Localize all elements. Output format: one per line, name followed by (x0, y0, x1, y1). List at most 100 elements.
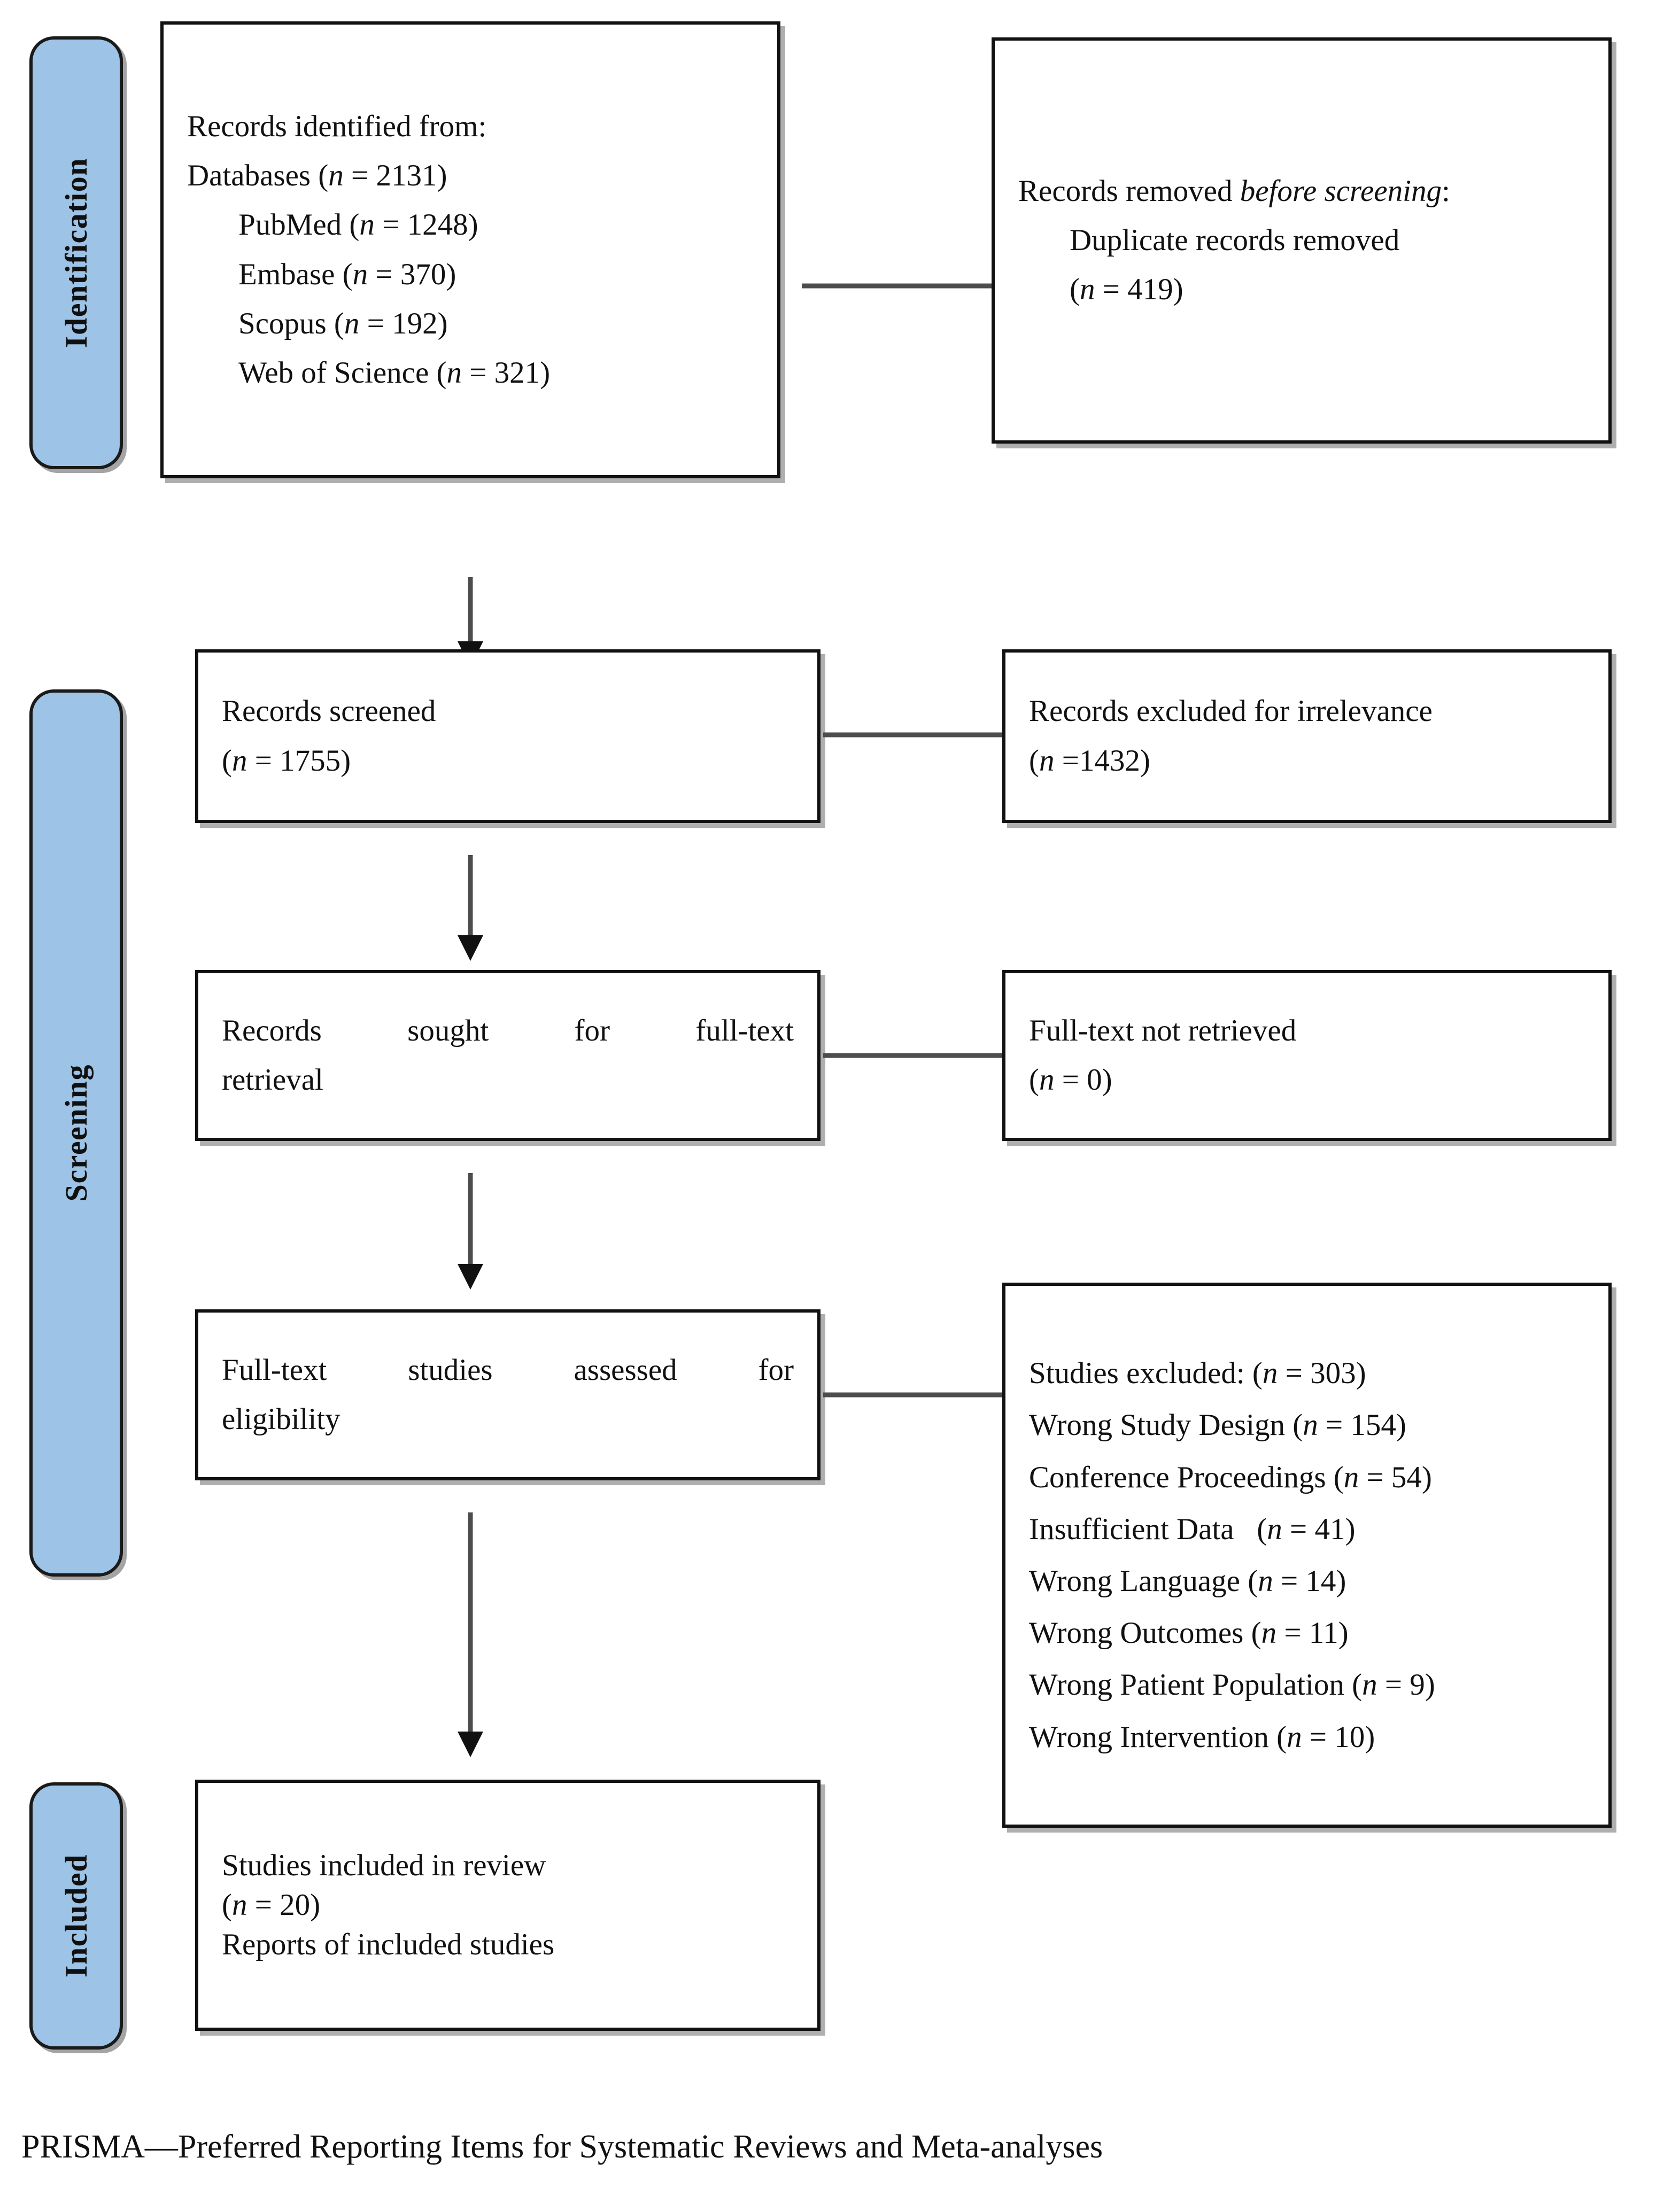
studies-excluded-header-n-value: = 303) (1278, 1356, 1366, 1391)
records-removed-n-symbol: n (1079, 273, 1095, 307)
stage-label-included: Included (59, 1854, 94, 1978)
exclusion-reason-wrong-patient-population: Wrong Patient Population (n = 9) (1029, 1663, 1585, 1707)
exclusion-reason-0-n-value: = 154) (1318, 1408, 1406, 1442)
source-wos-name: Web of Science ( (238, 356, 447, 390)
exclusion-reason-2-n-symbol: n (1267, 1512, 1282, 1546)
databases-n-symbol: n (328, 158, 344, 192)
records-removed-line3: (n = 419) (1018, 265, 1585, 314)
records-excluded-line2: (n =1432) (1029, 736, 1585, 786)
records-excluded-paren: ( (1029, 743, 1039, 778)
studies-included-line2: (n = 20) (222, 1885, 794, 1925)
exclusion-reason-5-n-value: = 9) (1377, 1668, 1435, 1702)
exclusion-reason-6-n-symbol: n (1287, 1720, 1302, 1754)
exclusion-reason-3-text: Wrong Language ( (1029, 1564, 1258, 1598)
exclusion-reason-1-text: Conference Proceedings ( (1029, 1460, 1344, 1494)
records-excluded-line1: Records excluded for irrelevance (1029, 694, 1433, 728)
records-sought-line1: Records sought for full-text (222, 1013, 794, 1047)
diagram-caption: PRISMA—Preferred Reporting Items for Sys… (21, 2129, 1103, 2165)
source-pubmed-n-value: = 1248) (374, 208, 478, 242)
exclusion-reason-wrong-intervention: Wrong Intervention (n = 10) (1029, 1715, 1585, 1759)
records-removed-paren: ( (1070, 273, 1080, 307)
exclusion-reason-1-n-value: = 54) (1359, 1460, 1432, 1494)
records-sought-line2: retrieval (222, 1063, 323, 1097)
exclusion-reason-conference-proceedings: Conference Proceedings (n = 54) (1029, 1455, 1585, 1500)
studies-included-line3: Reports of included studies (222, 1928, 555, 1962)
arrow-screened-to-sought (452, 855, 489, 962)
exclusion-reason-wrong-outcomes: Wrong Outcomes (n = 11) (1029, 1611, 1585, 1655)
exclusion-reason-5-n-symbol: n (1362, 1668, 1377, 1702)
fulltext-not-retrieved-n-symbol: n (1039, 1063, 1055, 1097)
fulltext-not-retrieved-line2: (n = 0) (1029, 1055, 1585, 1105)
stage-bar-included: Included (29, 1782, 123, 2050)
fulltext-assessed-line2: eligibility (222, 1402, 340, 1436)
stage-label-identification: Identification (59, 157, 94, 348)
source-embase: Embase (n = 370) (187, 250, 754, 299)
records-screened-line2: (n = 1755) (222, 736, 794, 786)
studies-included-line1: Studies included in review (222, 1848, 546, 1882)
exclusion-reason-wrong-language: Wrong Language (n = 14) (1029, 1559, 1585, 1603)
source-scopus-n-symbol: n (344, 306, 360, 340)
arrow-screened-to-excluded (823, 719, 1032, 751)
fulltext-not-retrieved-n-value: = 0) (1054, 1063, 1112, 1097)
studies-included-n-value: = 20) (247, 1888, 321, 1922)
exclusion-reason-3-n-value: = 14) (1273, 1564, 1346, 1598)
fulltext-assessed-line1: Full-text studies assessed for (222, 1353, 794, 1387)
records-removed-line2: Duplicate records removed (1070, 223, 1400, 257)
exclusion-reason-wrong-study-design: Wrong Study Design (n = 154) (1029, 1403, 1585, 1447)
studies-included-paren: ( (222, 1888, 232, 1922)
box-fulltext-assessed: Full-text studies assessed for eligibili… (195, 1309, 821, 1480)
exclusion-reason-4-n-symbol: n (1261, 1616, 1277, 1650)
source-web-of-science: Web of Science (n = 321) (187, 348, 754, 398)
exclusion-reason-6-n-value: = 10) (1302, 1720, 1375, 1754)
records-screened-line1: Records screened (222, 694, 436, 728)
records-removed-prefix: Records removed (1018, 174, 1240, 208)
exclusion-reason-2-n-value: = 41) (1282, 1512, 1356, 1546)
source-scopus-n-value: = 192) (359, 306, 448, 340)
source-pubmed-name: PubMed ( (238, 208, 360, 242)
box-records-sought: Records sought for full-text retrieval (195, 970, 821, 1141)
records-excluded-n-value: =1432) (1054, 743, 1150, 778)
exclusion-reason-2-text: Insufficient Data ( (1029, 1512, 1267, 1546)
box-records-screened: Records screened (n = 1755) (195, 649, 821, 823)
source-embase-n-symbol: n (352, 257, 368, 291)
box-records-identified: Records identified from: Databases (n = … (160, 21, 780, 478)
exclusion-reason-4-text: Wrong Outcomes ( (1029, 1616, 1261, 1650)
box-fulltext-not-retrieved: Full-text not retrieved (n = 0) (1002, 970, 1612, 1141)
stage-bar-identification: Identification (29, 36, 123, 469)
arrow-assessed-to-studies-excluded (823, 1379, 1032, 1411)
studies-excluded-header-n-symbol: n (1262, 1356, 1278, 1391)
records-screened-n-value: = 1755) (247, 743, 351, 778)
studies-excluded-header-text: Studies excluded: ( (1029, 1356, 1263, 1391)
records-identified-databases: Databases (n = 2131) (187, 151, 754, 200)
arrow-sought-to-assessed (452, 1173, 489, 1291)
records-excluded-n-symbol: n (1039, 743, 1055, 778)
source-embase-n-value: = 370) (368, 257, 456, 291)
records-screened-paren: ( (222, 743, 232, 778)
exclusion-reason-3-n-symbol: n (1258, 1564, 1273, 1598)
box-studies-excluded: Studies excluded: (n = 303) Wrong Study … (1002, 1283, 1612, 1828)
source-wos-n-value: = 321) (461, 356, 551, 390)
records-removed-n-value: = 419) (1095, 273, 1183, 307)
records-removed-italic: before screening (1240, 174, 1442, 208)
records-removed-line1: Records removed before screening: (1018, 167, 1585, 216)
records-removed-colon: : (1441, 174, 1450, 208)
records-identified-title: Records identified from: (187, 109, 487, 143)
exclusion-reason-5-text: Wrong Patient Population ( (1029, 1668, 1363, 1702)
box-records-removed: Records removed before screening: Duplic… (992, 37, 1612, 444)
arrow-sought-to-not-retrieved (823, 1039, 1032, 1072)
exclusion-reason-1-n-symbol: n (1343, 1460, 1359, 1494)
exclusion-reason-4-n-value: = 11) (1276, 1616, 1349, 1650)
source-scopus-name: Scopus ( (238, 306, 344, 340)
arrow-assessed-to-included (452, 1512, 489, 1758)
fulltext-not-retrieved-line1: Full-text not retrieved (1029, 1013, 1297, 1047)
source-pubmed-n-symbol: n (359, 208, 375, 242)
exclusion-reason-6-text: Wrong Intervention ( (1029, 1720, 1287, 1754)
source-pubmed: PubMed (n = 1248) (187, 200, 754, 250)
fulltext-not-retrieved-paren: ( (1029, 1063, 1039, 1097)
source-scopus: Scopus (n = 192) (187, 299, 754, 348)
source-wos-n-symbol: n (446, 356, 462, 390)
exclusion-reason-0-n-symbol: n (1303, 1408, 1318, 1442)
databases-n-value: = 2131) (343, 158, 447, 192)
box-records-excluded: Records excluded for irrelevance (n =143… (1002, 649, 1612, 823)
exclusion-reason-0-text: Wrong Study Design ( (1029, 1408, 1303, 1442)
